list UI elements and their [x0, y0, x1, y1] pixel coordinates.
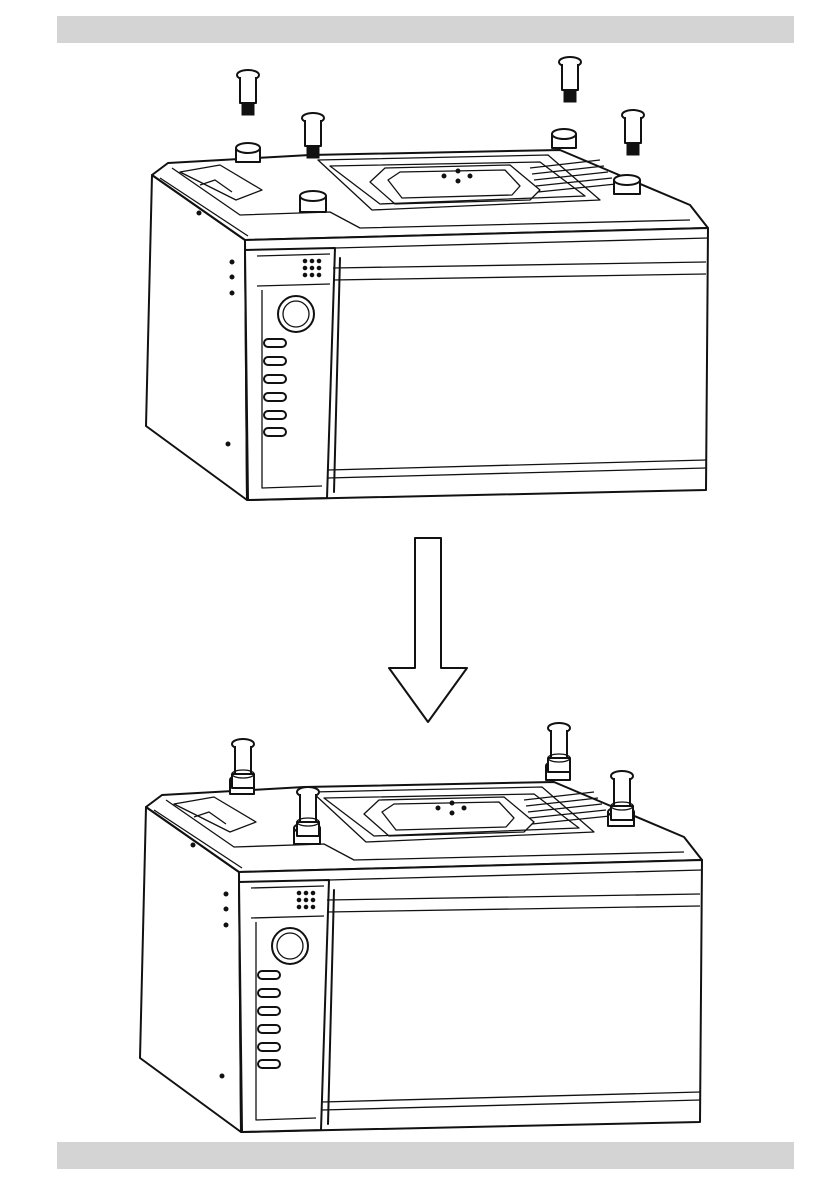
foot-screw [559, 57, 581, 102]
foot-screw [622, 110, 644, 155]
oven-after-figure [140, 723, 702, 1132]
installed-foot [297, 787, 319, 836]
foot-screw [302, 113, 324, 158]
foot-screw [237, 70, 259, 115]
installed-foot [611, 771, 633, 820]
oven-before-figure [146, 57, 708, 500]
down-arrow [389, 538, 467, 722]
installed-foot [548, 723, 570, 772]
installed-foot [232, 739, 254, 788]
